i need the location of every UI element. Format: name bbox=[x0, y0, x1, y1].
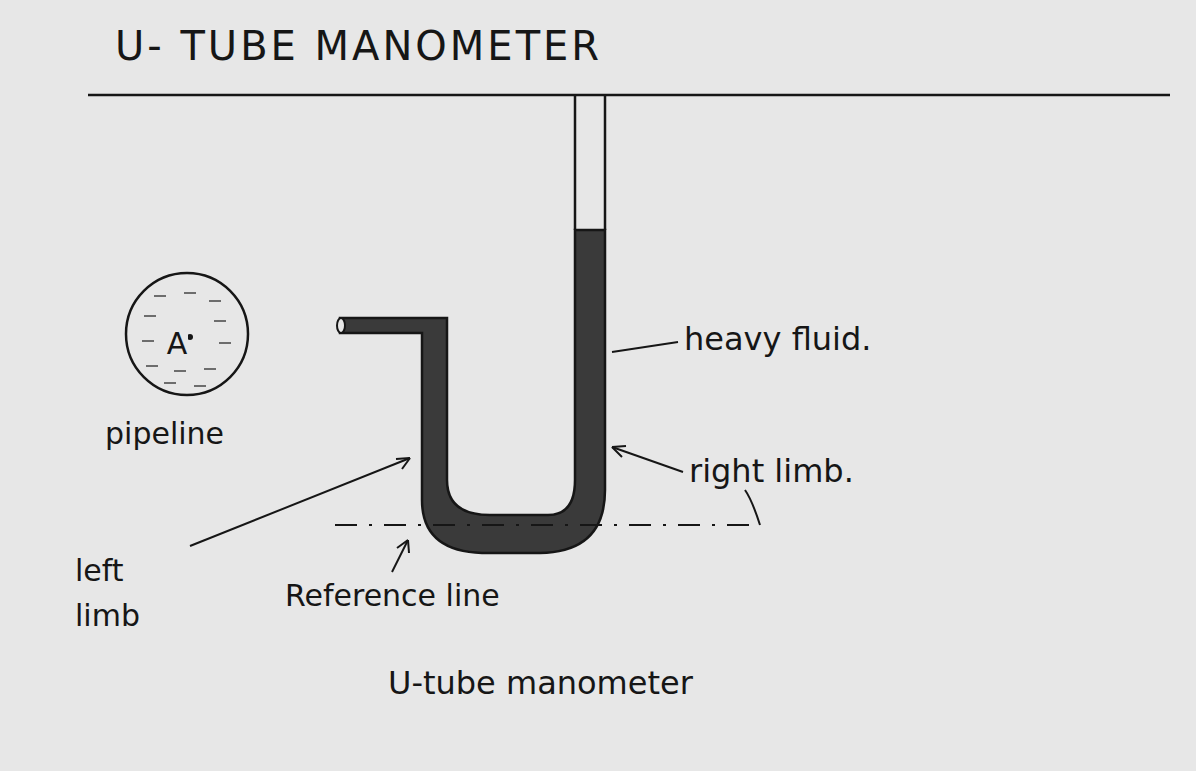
diagram-caption: U-tube manometer bbox=[388, 664, 693, 702]
part-label: right limb. bbox=[689, 452, 854, 490]
tube-end bbox=[337, 318, 345, 333]
leader-line bbox=[612, 447, 683, 472]
tube-wall bbox=[574, 95, 577, 230]
part-label: left limb bbox=[75, 548, 170, 638]
leader-line bbox=[612, 342, 678, 352]
point-label: A bbox=[166, 326, 189, 362]
part-label: Reference line bbox=[285, 578, 500, 614]
heavy-fluid bbox=[340, 230, 605, 553]
arrow-head bbox=[397, 540, 409, 553]
diagram-title: U- TUBE MANOMETER bbox=[115, 22, 602, 70]
pipeline-circle: A bbox=[124, 271, 250, 397]
arrow-head bbox=[396, 458, 410, 469]
leader-line bbox=[392, 540, 408, 572]
leader-line bbox=[190, 458, 410, 546]
part-label: heavy fluid. bbox=[684, 320, 871, 358]
arrow-head bbox=[612, 446, 626, 457]
leader-line bbox=[745, 490, 760, 525]
tube-wall bbox=[604, 95, 607, 230]
title-underline bbox=[88, 94, 1170, 97]
reference-line bbox=[335, 524, 760, 526]
pipe-label: pipeline bbox=[105, 416, 224, 452]
